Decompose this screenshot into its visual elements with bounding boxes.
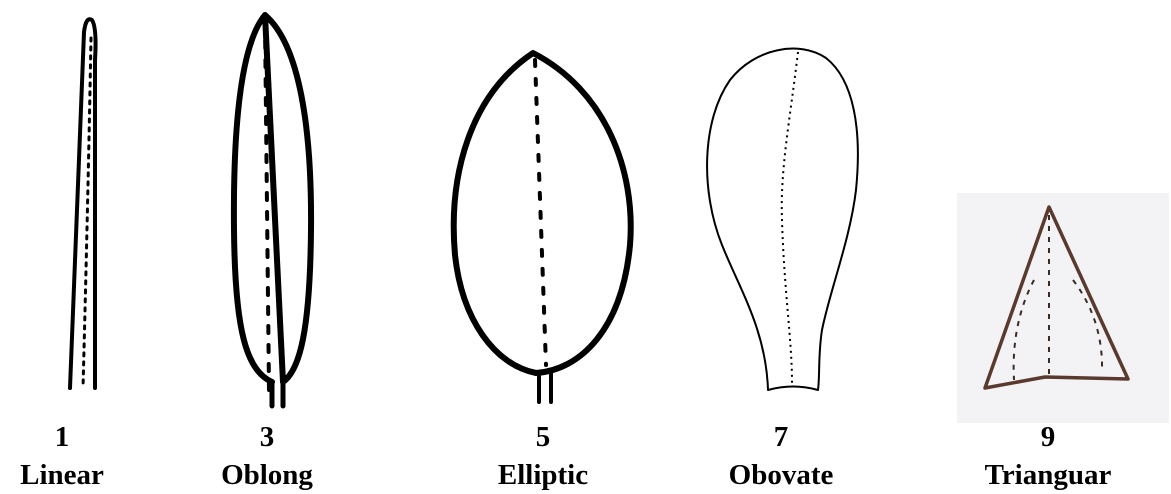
leaf-number: 3 bbox=[187, 423, 347, 452]
elliptic-leaf-petiole bbox=[539, 372, 551, 402]
leaf-number: 7 bbox=[701, 423, 861, 452]
leaf-number: 1 bbox=[0, 423, 142, 452]
linear-leaf bbox=[70, 19, 96, 388]
leaf-name: Obovate bbox=[701, 461, 861, 490]
obovate-leaf bbox=[707, 49, 858, 390]
oblong-leaf-outline bbox=[234, 15, 311, 382]
elliptic-leaf bbox=[454, 53, 631, 402]
leaf-name: Trianguar bbox=[968, 461, 1128, 490]
leaf-name: Oblong bbox=[187, 461, 347, 490]
leaf-caption-linear: 1 Linear bbox=[0, 423, 142, 490]
oblong-leaf-petiole bbox=[272, 382, 283, 406]
obovate-leaf-midrib bbox=[782, 52, 798, 383]
elliptic-leaf-midrib bbox=[535, 60, 546, 365]
leaf-name: Linear bbox=[0, 461, 142, 490]
leaf-caption-elliptic: 5 Elliptic bbox=[463, 423, 623, 490]
leaf-caption-triangular: 9 Trianguar bbox=[968, 423, 1128, 490]
leaf-caption-obovate: 7 Obovate bbox=[701, 423, 861, 490]
triangular-leaf bbox=[957, 193, 1169, 423]
linear-leaf-midrib bbox=[83, 38, 91, 388]
leaf-number: 9 bbox=[968, 423, 1128, 452]
oblong-leaf bbox=[234, 15, 311, 406]
leaf-name: Elliptic bbox=[463, 461, 623, 490]
leaf-caption-oblong: 3 Oblong bbox=[187, 423, 347, 490]
leaf-number: 5 bbox=[463, 423, 623, 452]
